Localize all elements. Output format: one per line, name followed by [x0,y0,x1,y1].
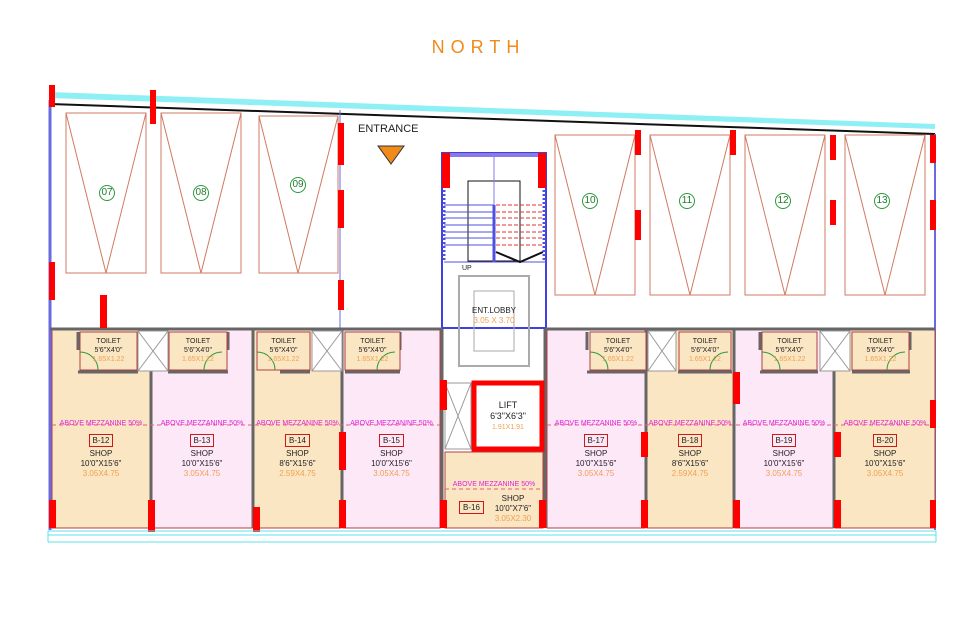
shop-fills [51,329,936,529]
north-label: NORTH [431,37,526,57]
mezzanine-label: ABOVE MEZZANINE 50% [160,420,244,427]
door-swings [79,351,906,371]
entrance-label: ENTRANCE [358,123,419,135]
mezzanine-label: ABOVE MEZZANINE 50% [350,420,433,427]
parking-bay-13: 13 [874,193,890,209]
mezzanine-lines [52,424,935,490]
parking-bay-08: 08 [193,185,209,201]
site-boundary-bottom [47,530,937,543]
mezzanine-label: ABOVE MEZZANINE 50% [59,420,143,427]
mezzanine-label: ABOVE MEZZANINE 50% [843,420,927,427]
stair-up-label: UP [462,265,472,272]
columns [49,85,936,532]
plot-line-top [49,103,936,135]
parking-bays [65,112,926,296]
mezzanine-label: ABOVE MEZZANINE 50% [742,420,826,427]
lobby-outline [458,275,530,367]
ducts [137,330,851,450]
mezzanine-label: ABOVE MEZZANINE 50% [452,481,536,488]
lift-shaft [471,380,545,452]
site-boundary-top [50,92,935,129]
walls [50,327,935,528]
parking-bay-11: 11 [679,193,695,209]
shop-b-16[interactable]: B-16 [459,501,484,514]
staircase [441,152,547,329]
parking-bay-12: 12 [775,193,791,209]
mezzanine-label: ABOVE MEZZANINE 50% [554,420,638,427]
entrance-arrow-icon [377,145,405,165]
mezzanine-label: ABOVE MEZZANINE 50% [648,420,732,427]
mezzanine-label: ABOVE MEZZANINE 50% [256,420,339,427]
parking-bay-10: 10 [582,193,598,209]
parking-bay-07: 07 [99,185,115,201]
toilet-rooms [79,331,910,371]
parking-bay-09: 09 [290,177,306,193]
